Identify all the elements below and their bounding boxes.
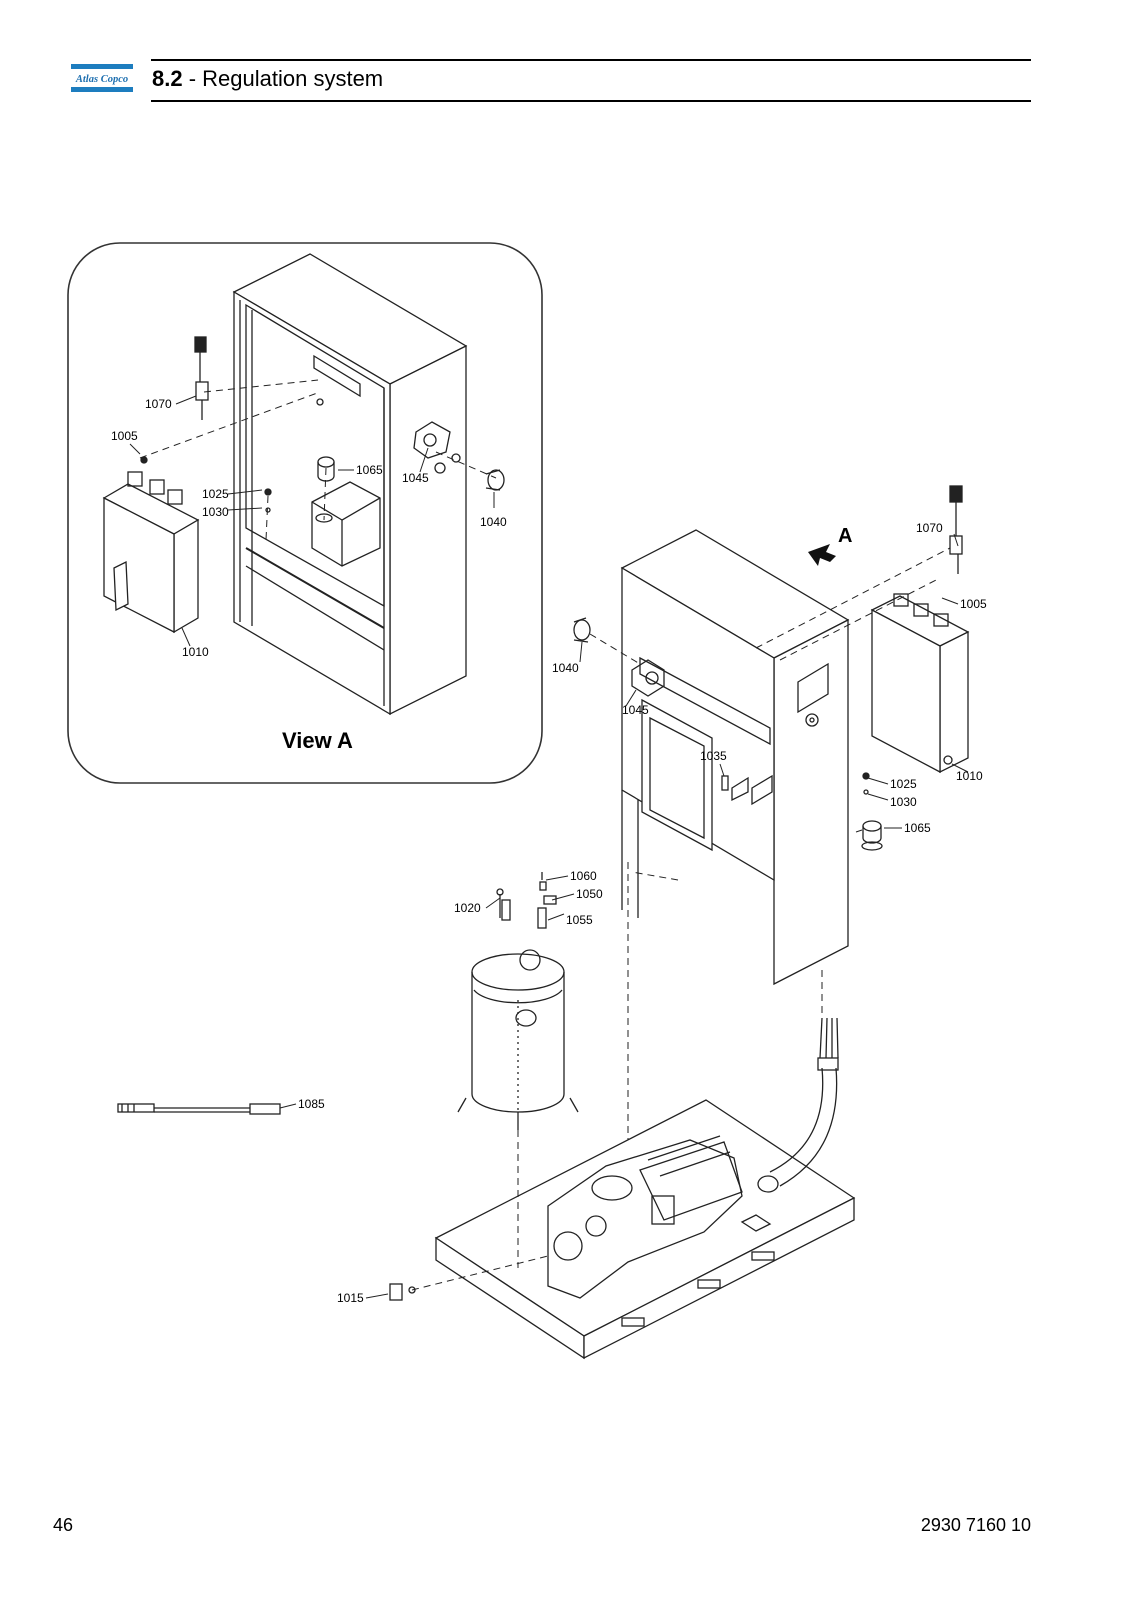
main-plug-1070 (949, 485, 963, 574)
section-title: Regulation system (202, 66, 384, 91)
callout-label: 1055 (566, 913, 593, 927)
callout-label: 1070 (145, 397, 172, 411)
main-cabinet (620, 529, 850, 986)
section-number: 8.2 (152, 66, 183, 91)
callout-label: 1065 (356, 463, 383, 477)
callout-label: 1050 (576, 887, 603, 901)
callout-label: 1035 (700, 749, 727, 763)
page-title: 8.2 - Regulation system (152, 64, 383, 94)
callout-leaders (129, 395, 969, 1299)
callout-label: 1045 (622, 703, 649, 717)
callout-label: 1040 (552, 661, 579, 675)
main-small-parts (389, 617, 883, 1301)
callout-label: 1010 (182, 645, 209, 659)
page-number: 46 (53, 1515, 74, 1535)
main-leader-dashes (411, 547, 951, 1291)
main-callouts: 1070 1005 1010 1025 1030 1065 1040 1045 … (298, 521, 987, 1305)
cable-1085 (117, 1103, 281, 1115)
vessel-fittings (501, 872, 557, 929)
callout-label: 1015 (337, 1291, 364, 1305)
callout-label: 1025 (890, 777, 917, 791)
view-a-marker: A (838, 525, 852, 547)
inset-frame (67, 242, 543, 784)
callout-label: 1085 (298, 1097, 325, 1111)
inset-cabinet (232, 253, 468, 716)
callout-label: 1045 (402, 471, 429, 485)
logo-wordmark: Atlas Copco (75, 74, 128, 85)
inset-plug-1070 (194, 336, 209, 420)
callout-label: 1010 (956, 769, 983, 783)
view-a-arrow (808, 544, 836, 566)
callout-label: 1060 (570, 869, 597, 883)
callout-label: 1040 (480, 515, 507, 529)
view-a-label: View A (282, 728, 353, 753)
callout-label: 1020 (454, 901, 481, 915)
inset-callouts: 1070 1005 1065 1025 1030 1045 1040 1010 (111, 397, 507, 659)
inset-leader-dashes (139, 379, 497, 541)
main-control-module (870, 593, 970, 774)
callout-label: 1025 (202, 487, 229, 501)
callout-label: 1030 (890, 795, 917, 809)
callout-label: 1005 (111, 429, 138, 443)
callout-label: 1005 (960, 597, 987, 611)
callout-label: 1030 (202, 505, 229, 519)
title-separator: - (182, 66, 203, 91)
oil-separator-vessel (457, 949, 579, 1130)
callout-label: 1070 (916, 521, 943, 535)
discharge-hose (757, 1017, 839, 1193)
document-number: 2930 7160 10 (920, 1515, 1031, 1535)
inset-control-module (102, 471, 200, 634)
compressor-element (547, 1135, 743, 1299)
atlas-copco-logo: Atlas Copco (71, 64, 133, 92)
callout-label: 1065 (904, 821, 931, 835)
header-rule-top (151, 59, 1031, 61)
header-rule-bottom (151, 100, 1031, 102)
